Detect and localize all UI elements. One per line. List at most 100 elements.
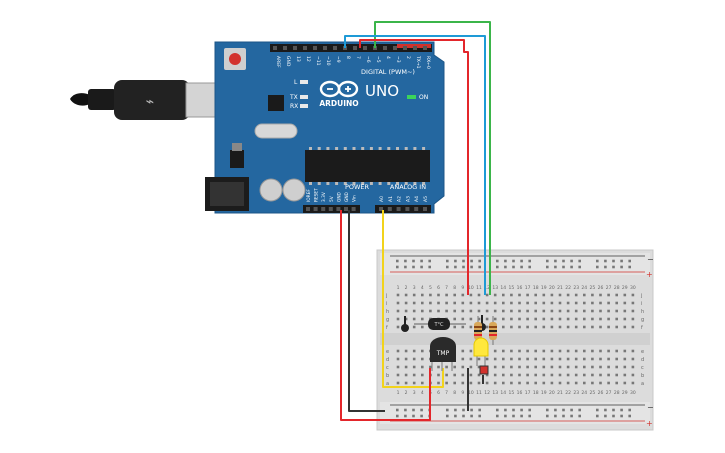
rail-hole[interactable] xyxy=(462,408,465,412)
breadboard-hole[interactable] xyxy=(526,301,529,305)
breadboard-hole[interactable] xyxy=(607,373,610,377)
breadboard-hole[interactable] xyxy=(534,317,537,321)
breadboard-hole[interactable] xyxy=(631,325,635,329)
breadboard-hole[interactable] xyxy=(526,349,529,353)
breadboard-hole[interactable] xyxy=(404,381,408,385)
analog-pin-hole[interactable] xyxy=(405,207,410,211)
digital-pin-hole[interactable] xyxy=(383,46,387,50)
breadboard-hole[interactable] xyxy=(518,381,521,385)
breadboard-hole[interactable] xyxy=(437,293,440,297)
breadboard-hole[interactable] xyxy=(437,373,440,377)
rail-hole[interactable] xyxy=(528,408,531,412)
breadboard-hole[interactable] xyxy=(493,381,497,385)
breadboard-hole[interactable] xyxy=(534,349,537,353)
breadboard-hole[interactable] xyxy=(396,301,400,305)
breadboard-hole[interactable] xyxy=(502,357,505,361)
breadboard-hole[interactable] xyxy=(526,365,529,369)
breadboard-hole[interactable] xyxy=(583,381,586,385)
breadboard-hole[interactable] xyxy=(542,349,546,353)
breadboard-hole[interactable] xyxy=(404,293,408,297)
breadboard-hole[interactable] xyxy=(469,301,473,305)
breadboard-hole[interactable] xyxy=(623,309,627,313)
rail-hole[interactable] xyxy=(596,265,599,269)
rail-hole[interactable] xyxy=(512,408,515,412)
power-pin-hole[interactable] xyxy=(336,207,341,211)
rail-hole[interactable] xyxy=(562,414,565,418)
rail-hole[interactable] xyxy=(428,265,431,269)
rail-hole[interactable] xyxy=(546,408,549,412)
breadboard-hole[interactable] xyxy=(396,325,400,329)
rail-hole[interactable] xyxy=(570,408,573,412)
rail-hole[interactable] xyxy=(628,408,631,412)
rail-hole[interactable] xyxy=(620,265,623,269)
rail-hole[interactable] xyxy=(478,259,481,263)
breadboard-hole[interactable] xyxy=(421,317,424,321)
breadboard-hole[interactable] xyxy=(421,357,424,361)
digital-pin-hole[interactable] xyxy=(393,46,397,50)
breadboard-hole[interactable] xyxy=(550,301,554,305)
breadboard-hole[interactable] xyxy=(591,301,594,305)
breadboard-hole[interactable] xyxy=(631,365,635,369)
breadboard-hole[interactable] xyxy=(631,357,635,361)
breadboard-hole[interactable] xyxy=(566,325,570,329)
rail-hole[interactable] xyxy=(404,408,407,412)
breadboard-hole[interactable] xyxy=(583,349,586,353)
breadboard-hole[interactable] xyxy=(510,381,513,385)
breadboard-hole[interactable] xyxy=(550,381,554,385)
breadboard-hole[interactable] xyxy=(526,325,529,329)
breadboard-hole[interactable] xyxy=(485,357,489,361)
breadboard-hole[interactable] xyxy=(574,293,578,297)
rail-hole[interactable] xyxy=(396,408,399,412)
breadboard-hole[interactable] xyxy=(542,357,546,361)
breadboard-hole[interactable] xyxy=(461,373,465,377)
rail-hole[interactable] xyxy=(562,259,565,263)
breadboard-hole[interactable] xyxy=(404,365,408,369)
breadboard-hole[interactable] xyxy=(469,317,473,321)
breadboard-hole[interactable] xyxy=(607,325,610,329)
breadboard-hole[interactable] xyxy=(583,373,586,377)
breadboard-hole[interactable] xyxy=(510,301,513,305)
breadboard-hole[interactable] xyxy=(550,293,554,297)
rail-hole[interactable] xyxy=(478,265,481,269)
breadboard-hole[interactable] xyxy=(437,365,440,369)
breadboard-hole[interactable] xyxy=(421,381,424,385)
breadboard-hole[interactable] xyxy=(542,365,546,369)
breadboard-hole[interactable] xyxy=(461,381,465,385)
breadboard-hole[interactable] xyxy=(412,357,416,361)
breadboard-hole[interactable] xyxy=(607,349,610,353)
breadboard-hole[interactable] xyxy=(591,381,594,385)
breadboard-hole[interactable] xyxy=(607,301,610,305)
breadboard-hole[interactable] xyxy=(421,309,424,313)
power-pin-hole[interactable] xyxy=(321,207,326,211)
tmp-sensor[interactable] xyxy=(430,337,456,362)
breadboard-hole[interactable] xyxy=(396,293,400,297)
breadboard-hole[interactable] xyxy=(591,357,594,361)
breadboard-hole[interactable] xyxy=(453,365,456,369)
breadboard-hole[interactable] xyxy=(615,309,618,313)
breadboard-hole[interactable] xyxy=(574,381,578,385)
breadboard-hole[interactable] xyxy=(566,349,570,353)
rail-hole[interactable] xyxy=(470,408,473,412)
rail-hole[interactable] xyxy=(470,414,473,418)
breadboard-hole[interactable] xyxy=(412,317,416,321)
breadboard-hole[interactable] xyxy=(550,373,554,377)
breadboard-hole[interactable] xyxy=(607,293,610,297)
analog-pin-hole[interactable] xyxy=(414,207,419,211)
rail-hole[interactable] xyxy=(554,265,557,269)
breadboard-hole[interactable] xyxy=(502,365,505,369)
breadboard-hole[interactable] xyxy=(412,301,416,305)
breadboard-hole[interactable] xyxy=(396,317,400,321)
breadboard-hole[interactable] xyxy=(623,301,627,305)
breadboard-hole[interactable] xyxy=(445,293,448,297)
breadboard-hole[interactable] xyxy=(550,317,554,321)
rail-hole[interactable] xyxy=(628,259,631,263)
breadboard-hole[interactable] xyxy=(615,357,618,361)
breadboard-hole[interactable] xyxy=(599,293,602,297)
breadboard-hole[interactable] xyxy=(615,349,618,353)
breadboard-hole[interactable] xyxy=(534,309,537,313)
breadboard-hole[interactable] xyxy=(510,357,513,361)
rail-hole[interactable] xyxy=(412,414,415,418)
rail-hole[interactable] xyxy=(620,259,623,263)
rail-hole[interactable] xyxy=(446,414,449,418)
breadboard-hole[interactable] xyxy=(429,293,432,297)
